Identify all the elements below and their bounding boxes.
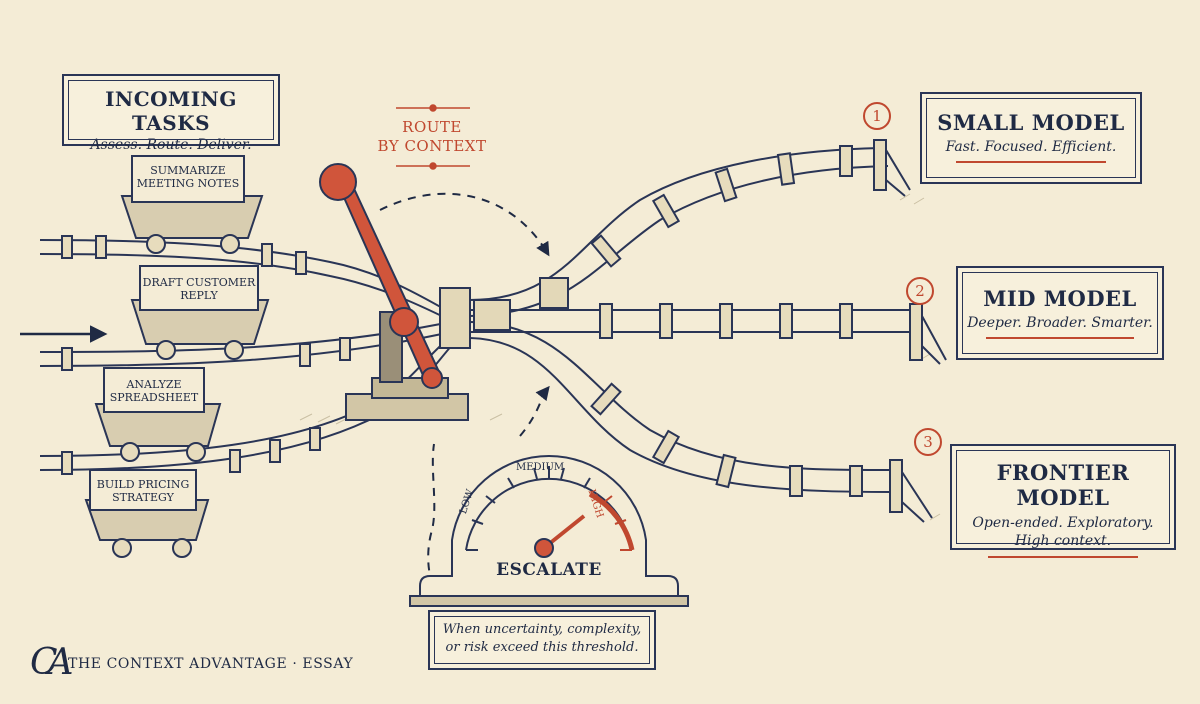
switch-plates [439, 277, 569, 349]
incoming-tasks-panel: INCOMING TASKS Assess. Route. Deliver. [62, 74, 280, 153]
threshold-caption-panel: When uncertainty, complexity, or risk ex… [428, 610, 656, 670]
ground-hatching [299, 193, 941, 521]
incoming-subtitle: Assess. Route. Deliver. [90, 137, 252, 153]
model-number-badge-2: 2 [906, 277, 934, 305]
frontier-subtitle-line1: Open-ended. Exploratory. [972, 515, 1154, 531]
route-label-line2: BY CONTEXT [377, 137, 487, 155]
frontier-model-title: FRONTIER MODEL [996, 460, 1130, 510]
cart-2-line1: DRAFT CUSTOMER [142, 276, 256, 289]
frontier-model-panel: FRONTIER MODEL Open-ended. Exploratory. … [950, 444, 1176, 558]
escalation-gauge [409, 454, 689, 607]
cart-1-label: SUMMARIZE MEETING NOTES [136, 164, 240, 190]
mid-model-title: MID MODEL [983, 286, 1137, 311]
model-number-badge-3: 3 [914, 428, 942, 456]
mid-model-panel: MID MODEL Deeper. Broader. Smarter. [956, 266, 1164, 360]
route-label-line1: ROUTE [402, 118, 462, 136]
small-model-rule [956, 161, 1106, 163]
cart-1 [120, 155, 264, 254]
small-model-title: SMALL MODEL [937, 110, 1125, 135]
frontier-model-rule [988, 556, 1138, 558]
cart-1-line1: SUMMARIZE [150, 164, 226, 177]
mid-model-rule [986, 337, 1134, 339]
outgoing-sleepers [590, 145, 863, 497]
route-by-context-label: ROUTE BY CONTEXT [370, 118, 494, 156]
cart-4-line2: STRATEGY [112, 491, 174, 504]
frontier-subtitle-line2: High context. [1014, 533, 1112, 549]
cart-1-line2: MEETING NOTES [136, 177, 240, 190]
cart-3-line2: SPREADSHEET [109, 391, 199, 404]
small-model-panel: SMALL MODEL Fast. Focused. Efficient. [920, 92, 1142, 184]
gauge-title: ESCALATE [496, 560, 602, 580]
footer-text: THE CONTEXT ADVANTAGE · ESSAY [68, 656, 354, 672]
cart-2-label: DRAFT CUSTOMER REPLY [142, 276, 256, 302]
cart-4-label: BUILD PRICING STRATEGY [92, 478, 194, 504]
cart-2 [130, 265, 270, 360]
buffer-stops [873, 139, 947, 523]
cart-3 [94, 367, 222, 462]
cart-3-line1: ANALYZE [126, 378, 182, 391]
cart-4 [84, 469, 210, 558]
mid-model-subtitle: Deeper. Broader. Smarter. [967, 315, 1153, 331]
incoming-sleepers [61, 235, 351, 475]
model-number-badge-1: 1 [863, 102, 891, 130]
frontier-model-subtitle: Open-ended. Exploratory. High context. [952, 514, 1174, 550]
cart-3-label: ANALYZE SPREADSHEET [106, 378, 202, 404]
threshold-caption-line1: When uncertainty, complexity, [442, 622, 642, 637]
switch-lever [319, 163, 469, 421]
cart-4-line1: BUILD PRICING [96, 478, 190, 491]
route-ornament [396, 104, 470, 170]
incoming-title: INCOMING TASKS [105, 87, 237, 135]
threshold-caption: When uncertainty, complexity, or risk ex… [430, 621, 654, 657]
outgoing-tracks [469, 147, 920, 493]
cart-2-line2: REPLY [180, 289, 218, 302]
threshold-caption-line2: or risk exceed this threshold. [445, 640, 639, 655]
gauge-medium-label: MEDIUM [516, 462, 565, 473]
logo-monogram: CA [30, 642, 73, 683]
small-model-subtitle: Fast. Focused. Efficient. [945, 139, 1117, 155]
